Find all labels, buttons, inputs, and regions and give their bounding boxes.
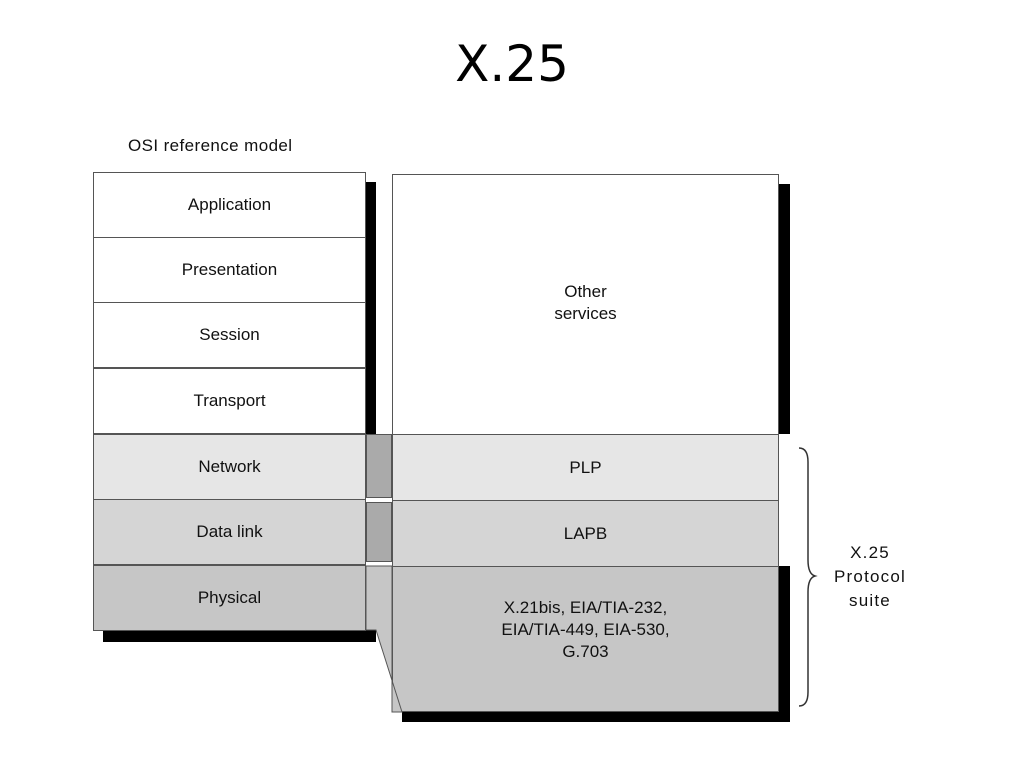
osi-layer-label: Application [187, 195, 272, 214]
suite-label-protocol: Protocol [834, 567, 906, 586]
osi-layer-label: Presentation [181, 260, 278, 279]
osi-layer-label: Session [199, 325, 260, 344]
osi-layer-application: Application [93, 172, 366, 238]
osi-stack-shadow-right [366, 182, 376, 434]
protocol-suite-brace [798, 447, 818, 707]
suite-label-x25: X.25 [850, 543, 890, 562]
slide-title: X.25 [455, 35, 569, 93]
plp-label: PLP [569, 457, 602, 477]
x25-stack-shadow-right [778, 566, 790, 722]
lapb-label: LAPB [563, 523, 608, 543]
physical-standards-box: X.21bis, EIA/TIA-232, EIA/TIA-449, EIA-5… [392, 566, 779, 712]
osi-stack-shadow-bottom [103, 630, 376, 642]
osi-layer-data-link: Data link [93, 499, 366, 565]
network-connector [366, 434, 392, 498]
osi-layer-label: Physical [197, 588, 262, 607]
suite-label-suite: suite [849, 591, 891, 610]
other-services-box: Other services [392, 174, 779, 435]
physical-standards-label: X.21bis, EIA/TIA-232, EIA/TIA-449, EIA-5… [501, 598, 670, 661]
osi-layer-label: Network [198, 457, 261, 476]
osi-model-caption: OSI reference model [128, 136, 293, 155]
other-services-label: Other services [554, 282, 617, 323]
data-link-connector [366, 502, 392, 562]
osi-layer-transport: Transport [93, 368, 366, 434]
osi-layer-network: Network [93, 434, 366, 500]
osi-layer-label: Data link [196, 522, 263, 541]
lapb-box: LAPB [392, 500, 779, 567]
osi-layer-session: Session [93, 302, 366, 368]
osi-layer-physical: Physical [93, 565, 366, 631]
osi-layer-label: Transport [193, 391, 266, 410]
physical-connector [365, 565, 403, 713]
other-services-shadow [778, 184, 790, 434]
x25-stack-shadow-bottom [402, 711, 790, 722]
